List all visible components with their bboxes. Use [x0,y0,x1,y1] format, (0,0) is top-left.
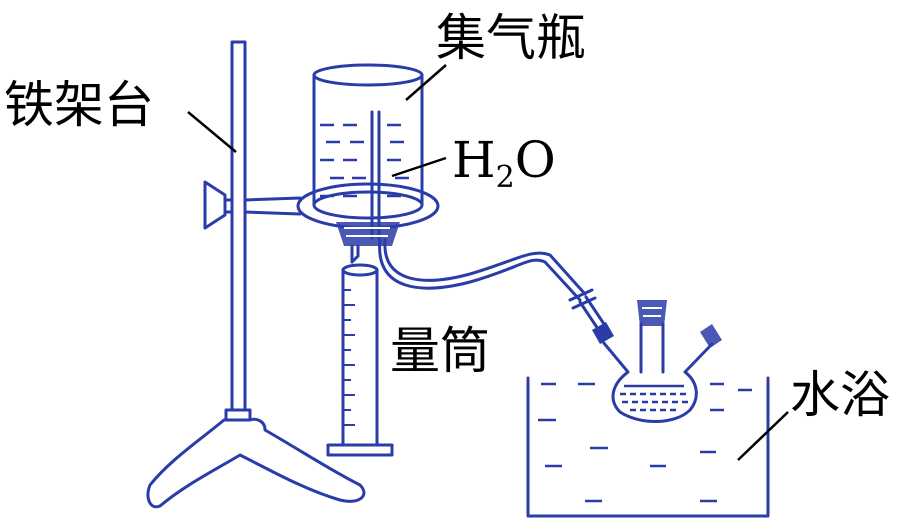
side-stopper [592,322,614,344]
leader-water [391,156,447,178]
leader-water-bath [737,411,789,461]
bottle-stopper [336,222,400,246]
clamp-arm [223,196,302,216]
iron-stand [146,40,366,509]
label-iron-stand: 铁架台 [4,76,154,134]
water-bath [526,376,770,518]
label-graduated-cylinder: 量筒 [390,322,490,380]
leader-iron-stand [187,111,237,153]
stand-rod [230,40,247,412]
three-neck-flask [601,300,722,423]
leader-gas-bottle [405,64,447,101]
label-water-bath: 水浴 [790,366,890,424]
clamp-knob [203,180,227,230]
bath-water-dashes [538,382,752,503]
connecting-tube [378,238,614,344]
right-stopper [700,324,722,348]
tube-clip [568,288,597,310]
flask-liquid [620,384,690,412]
graduated-cylinder [326,263,394,457]
water-level [320,123,409,198]
label-water: H2O [452,131,556,195]
cylinder-graduations [343,289,355,426]
center-stopper [637,300,667,326]
label-gas-bottle: 集气瓶 [436,9,586,67]
gas-collecting-bottle [296,63,440,264]
stand-base [146,417,366,509]
